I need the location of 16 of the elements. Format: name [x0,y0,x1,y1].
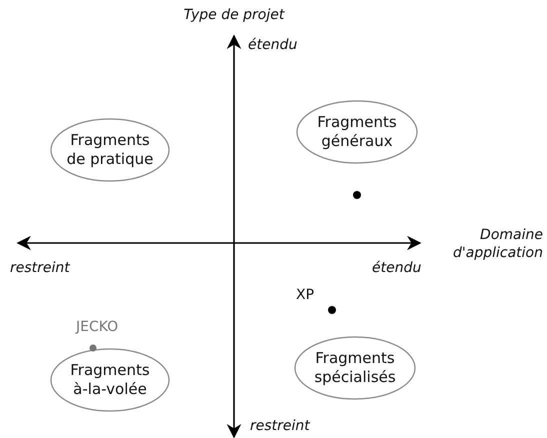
axis-title: Domaine d'application [452,226,543,262]
category-text: Fragments à-la-volée [69,361,151,399]
category-text: Fragments de pratique [66,131,154,169]
point-label: XP [296,286,314,304]
axis-end-label: étendu [248,36,298,54]
category-ellipse [50,348,170,412]
axis-title: Type de projet [182,6,286,24]
category-ellipse [50,118,170,182]
point-label: JECKO [76,318,118,336]
category-text: Fragments spécialisés [313,349,397,387]
category-text: Fragments généraux [316,113,398,151]
axis-end-label: étendu [372,259,422,277]
axis-end-label: restreint [250,417,310,435]
category-ellipse [294,336,416,400]
axis-end-label: restreint [10,259,70,277]
category-ellipse [296,100,418,164]
